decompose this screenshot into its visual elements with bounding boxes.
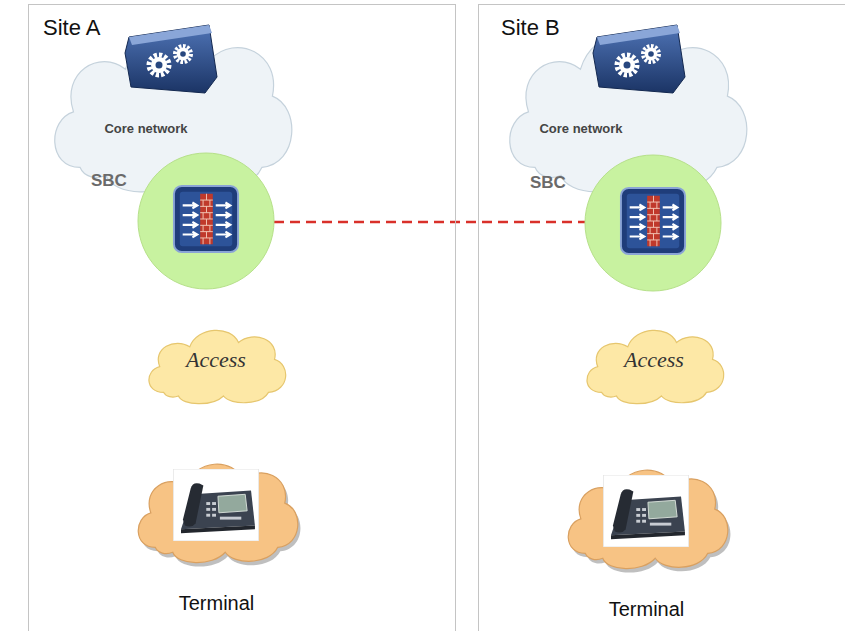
sbc-circle-fill bbox=[585, 155, 721, 291]
firewall-icon bbox=[174, 186, 238, 252]
site-label: Site A bbox=[43, 15, 163, 41]
site-label: Site B bbox=[501, 15, 621, 41]
access-label: Access bbox=[141, 347, 291, 373]
sbc-node: SBC bbox=[528, 153, 723, 293]
sbc-label: SBC bbox=[91, 171, 139, 191]
core-label: Core network bbox=[516, 121, 646, 137]
sbc-circle-fill bbox=[138, 153, 274, 289]
term-label: Terminal bbox=[559, 597, 734, 621]
core-label: Core network bbox=[81, 121, 211, 137]
sbc-node: SBC bbox=[86, 151, 276, 291]
access-label: Access bbox=[579, 347, 729, 373]
cloud-outline bbox=[138, 464, 300, 566]
gearbox-icon bbox=[125, 25, 217, 93]
phone-icon bbox=[173, 469, 259, 541]
site-panel: Site B Core networkSBC AccessTerminal bbox=[478, 4, 845, 631]
term-label: Terminal bbox=[129, 591, 304, 615]
phone-icon bbox=[603, 475, 689, 547]
gearbox-icon bbox=[593, 25, 685, 93]
cloud-fill bbox=[138, 464, 298, 562]
cloud-node: Access bbox=[141, 319, 291, 407]
site-panel: Site A Core networkSBC AccessTerminal bbox=[28, 4, 456, 631]
sbc-label: SBC bbox=[530, 173, 578, 193]
cloud-node: Terminal bbox=[559, 455, 734, 630]
firewall-icon bbox=[621, 188, 685, 254]
cloud-fill bbox=[568, 470, 728, 568]
cloud-outline bbox=[568, 470, 730, 572]
dashed-link bbox=[274, 221, 585, 224]
cloud-node: Access bbox=[579, 319, 729, 407]
cloud-node: Terminal bbox=[129, 449, 304, 624]
